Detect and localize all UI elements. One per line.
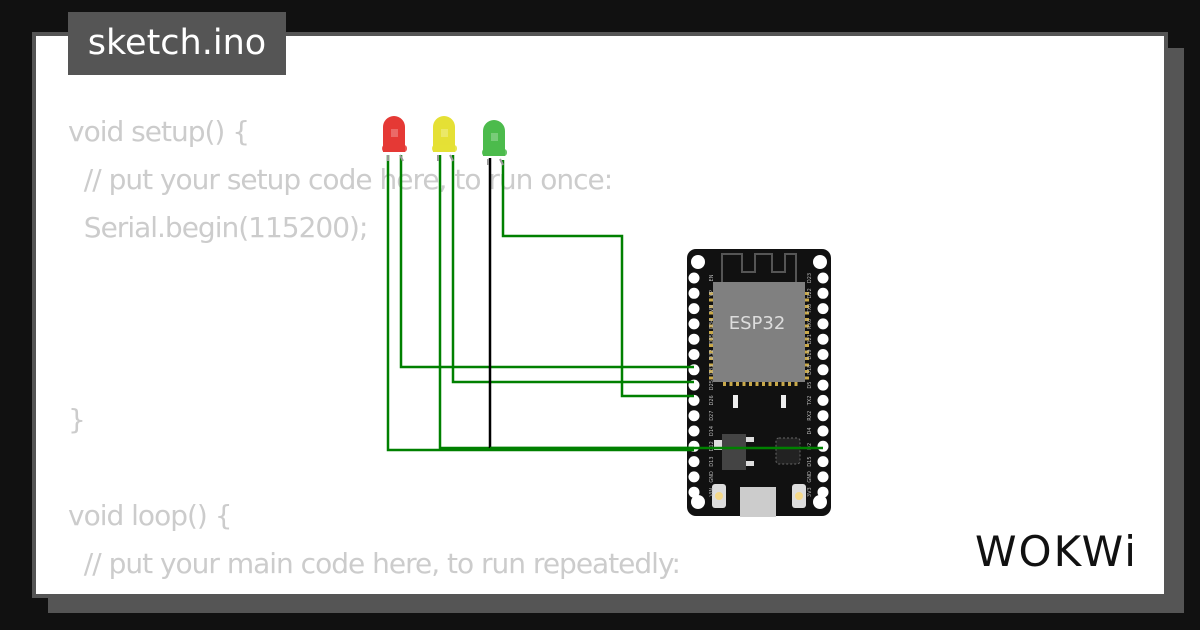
pin-vin[interactable] xyxy=(688,486,700,498)
board-label: ESP32 xyxy=(729,313,786,334)
pin-label: EN xyxy=(709,274,715,281)
pin-label: D25 xyxy=(709,380,715,390)
code-view: void setup() { // put your setup code he… xyxy=(68,108,681,594)
pin-label: D12 xyxy=(709,441,715,451)
pin-label: D22 xyxy=(807,288,813,298)
pin-label: D15 xyxy=(807,456,813,466)
pin-label: D23 xyxy=(807,273,813,283)
pin-d19[interactable] xyxy=(817,349,829,360)
preview-panel: void setup() { // put your setup code he… xyxy=(32,32,1168,598)
code-line: // put your setup code here, to run once… xyxy=(68,163,613,196)
pin-label: D33 xyxy=(709,365,715,375)
wokwi-logo: WOKWi xyxy=(975,527,1138,576)
pin-rx0[interactable] xyxy=(817,318,829,330)
pin-label: VP xyxy=(709,290,715,296)
pin-d4[interactable] xyxy=(817,425,829,437)
pin-label: TX0 xyxy=(807,304,813,315)
pin-label: RX2 xyxy=(807,411,813,421)
pin-d13[interactable] xyxy=(688,456,700,468)
pin-d15[interactable] xyxy=(817,456,829,468)
led-red[interactable] xyxy=(382,116,407,162)
code-line: void loop() { xyxy=(68,499,233,532)
pin-d2[interactable] xyxy=(817,440,829,452)
pin-label: D2 xyxy=(807,443,813,450)
esp32-board[interactable]: ESP32 ENVPVND34D35D32D33D25D26D27D14D12D… xyxy=(687,249,831,517)
code-line: // put your main code here, to run repea… xyxy=(68,547,681,580)
pin-label: GND xyxy=(709,471,715,483)
pin-label: 3V3 xyxy=(807,487,813,497)
pin-label: D19 xyxy=(807,349,813,359)
pin-label: D26 xyxy=(709,395,715,405)
pin-label: D13 xyxy=(709,456,715,466)
pin-label: RX0 xyxy=(807,319,813,329)
pin-tx2[interactable] xyxy=(817,394,829,406)
pin-d21[interactable] xyxy=(817,333,829,345)
pin-label: D34 xyxy=(709,319,715,329)
led-yellow[interactable] xyxy=(432,116,457,162)
pin-vp[interactable] xyxy=(688,287,700,299)
pin-tx0[interactable] xyxy=(817,303,829,315)
pin-d23[interactable] xyxy=(817,272,829,284)
pin-d14[interactable] xyxy=(688,425,700,437)
wires xyxy=(386,155,823,452)
pin-label: TX2 xyxy=(807,396,813,407)
logo-text: WOKWi xyxy=(975,527,1138,576)
pin-label: VIN xyxy=(709,488,715,497)
pin-3v3[interactable] xyxy=(817,486,829,498)
pin-label: D35 xyxy=(709,334,715,344)
pin-label: D14 xyxy=(709,426,715,436)
pin-label: D27 xyxy=(709,411,715,421)
wire-red-led-d25[interactable] xyxy=(399,155,694,369)
pin-d27[interactable] xyxy=(688,410,700,422)
pin-d35[interactable] xyxy=(688,333,700,345)
file-tab[interactable]: sketch.ino xyxy=(68,12,286,75)
pin-label: D18 xyxy=(807,365,813,375)
wire-red-led-gnd[interactable] xyxy=(386,155,694,452)
pin-d34[interactable] xyxy=(688,318,700,330)
pin-d22[interactable] xyxy=(817,287,829,299)
pin-gnd[interactable] xyxy=(817,471,829,483)
pin-rx2[interactable] xyxy=(817,410,829,422)
led-green[interactable] xyxy=(482,120,507,166)
pin-en[interactable] xyxy=(688,272,700,284)
pin-label: D5 xyxy=(807,382,813,389)
pin-label: D32 xyxy=(709,349,715,359)
pin-label: GND xyxy=(807,471,813,483)
pin-vn[interactable] xyxy=(688,303,700,315)
wire-yellow-led-d26[interactable] xyxy=(451,155,694,384)
code-line: void setup() { xyxy=(68,115,250,148)
code-line: } xyxy=(68,403,86,436)
pin-label: D21 xyxy=(807,334,813,344)
pin-d18[interactable] xyxy=(817,364,829,376)
pin-d26[interactable] xyxy=(688,394,700,406)
wire-green-led-d27[interactable] xyxy=(501,160,694,398)
usb-port xyxy=(740,487,776,517)
wire-yellow-led-gnd[interactable] xyxy=(438,155,694,450)
pin-label: VN xyxy=(709,305,715,312)
esp32-module xyxy=(713,282,805,382)
pin-gnd[interactable] xyxy=(688,471,700,483)
pin-label: D4 xyxy=(807,427,813,434)
code-line: Serial.begin(115200); xyxy=(68,211,369,244)
pin-d5[interactable] xyxy=(817,379,829,391)
pin-d32[interactable] xyxy=(688,349,700,360)
